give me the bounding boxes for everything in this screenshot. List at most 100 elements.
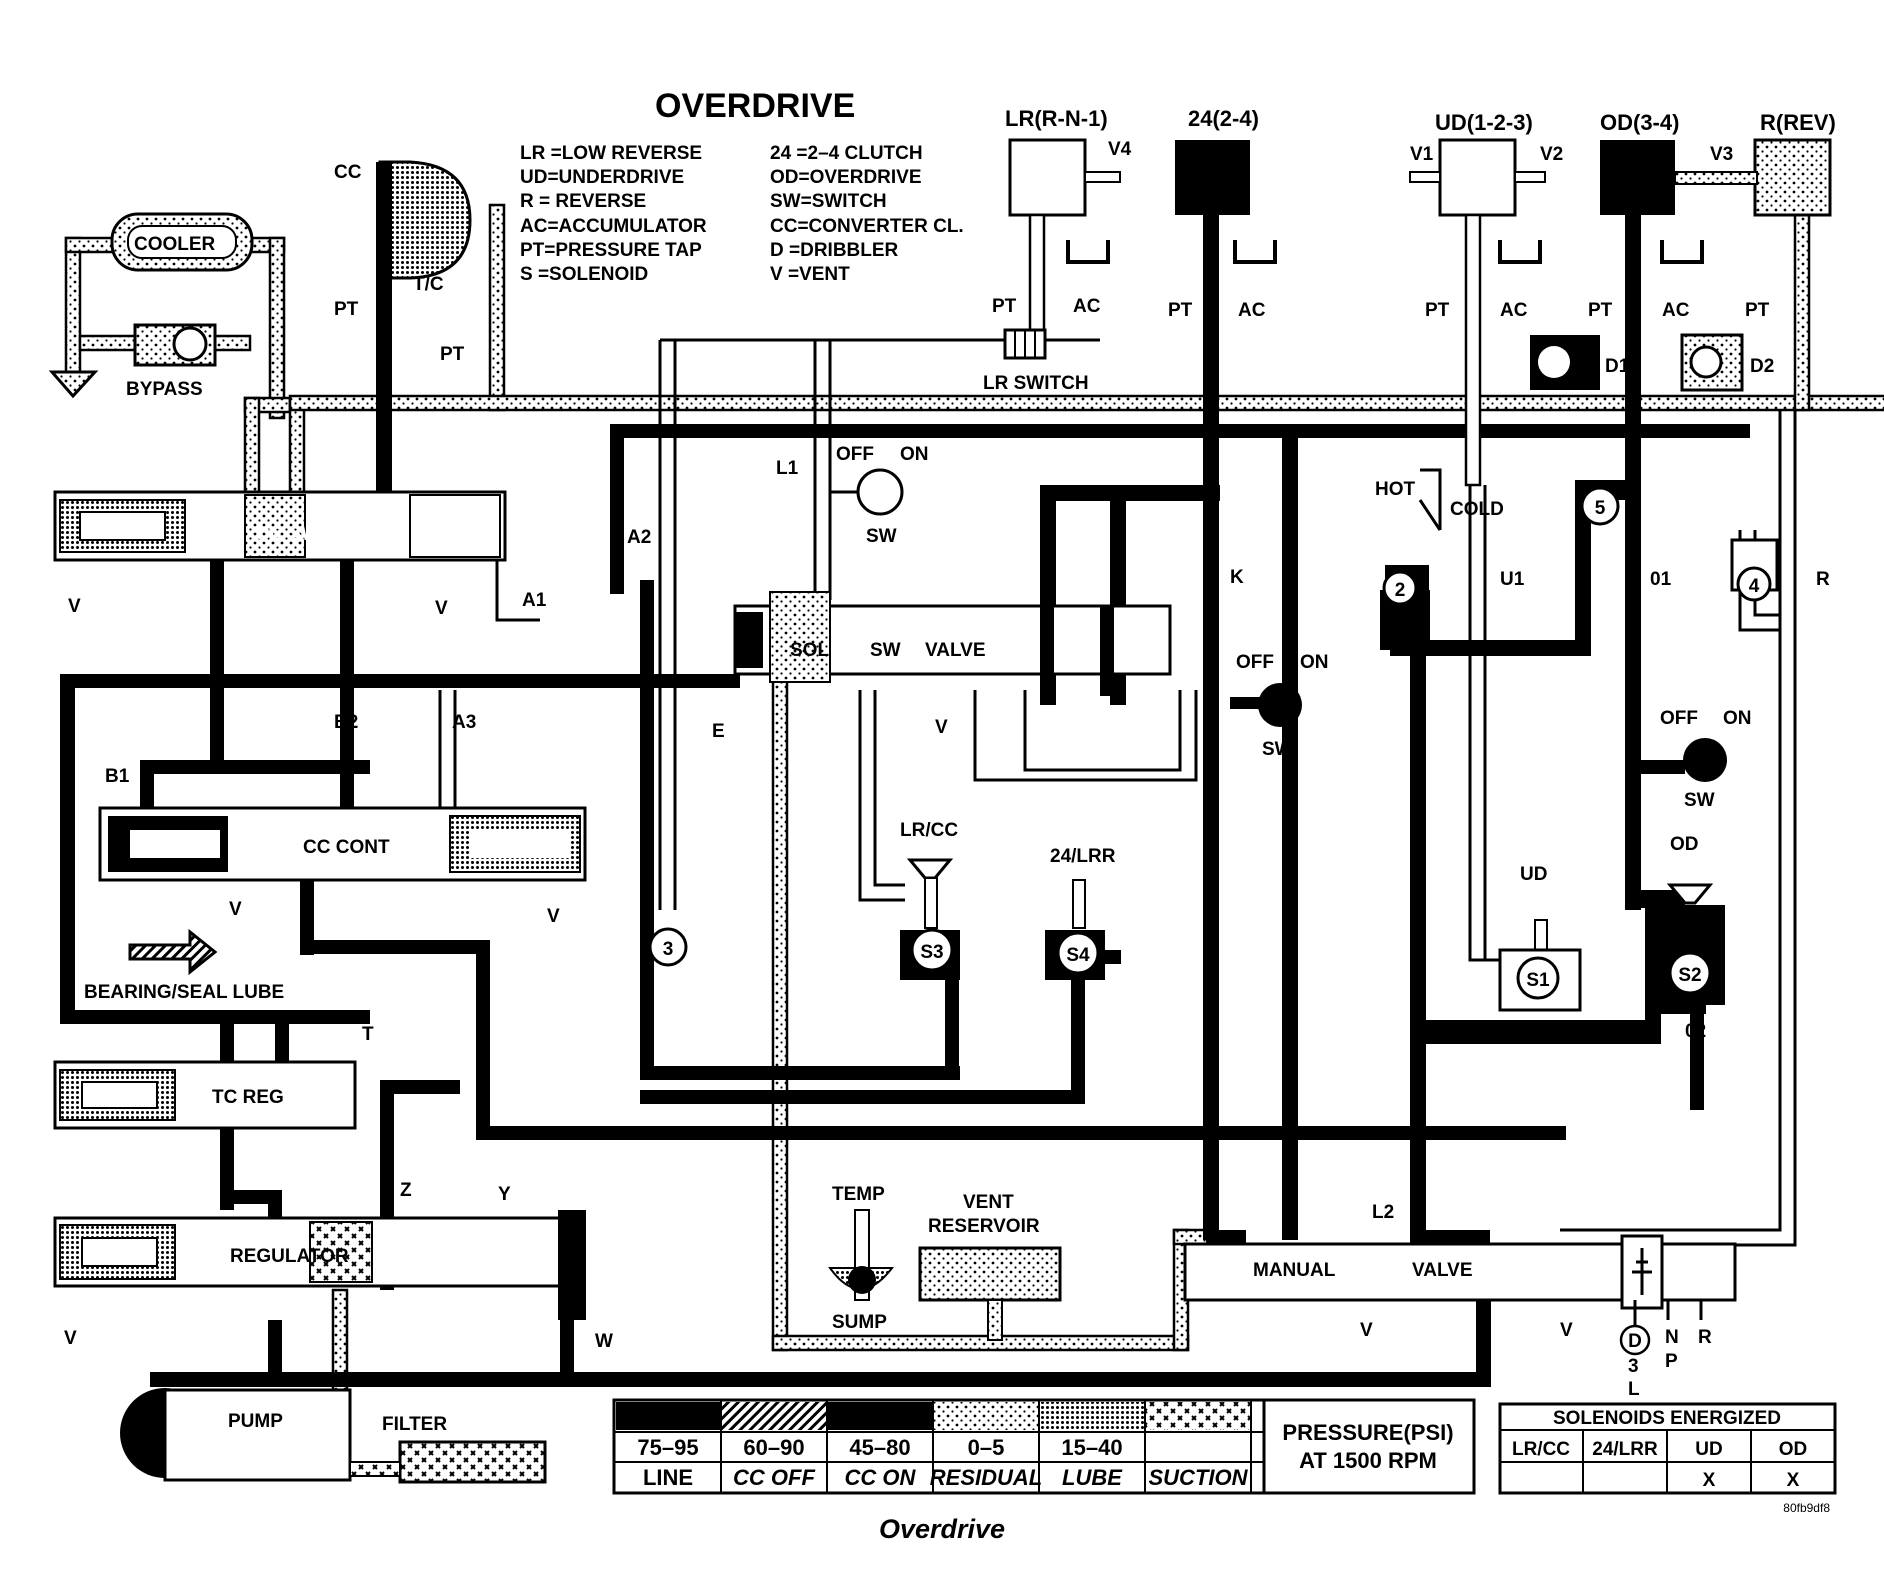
label-v-8: V (1560, 1320, 1573, 1341)
label-cooler: COOLER (134, 234, 216, 255)
label-hot: HOT (1375, 479, 1416, 500)
label-t: T (362, 1024, 374, 1045)
label-ac-3: AC (1500, 300, 1528, 321)
label-sump: SUMP (832, 1312, 887, 1333)
label-regulator: REGULATOR (230, 1246, 349, 1267)
label-v-1: V (68, 596, 81, 617)
open-lines (438, 338, 1797, 1247)
solenoids-value-od: X (1787, 1470, 1800, 1491)
label-ud-clutch: UD(1-2-3) (1435, 110, 1533, 135)
circle-number-2: 2 (1395, 580, 1406, 601)
label-v-5: V (64, 1328, 77, 1349)
lr-clutch (1008, 138, 1087, 217)
label-v-6: V (935, 717, 948, 738)
label-bearing-lube: BEARING/SEAL LUBE (84, 982, 284, 1003)
tc-reg-valve (53, 1060, 357, 1130)
label-v-4: V (547, 906, 560, 927)
solenoid-switch-valve (733, 591, 1172, 696)
figure-caption: Overdrive (879, 1514, 1005, 1544)
label-manual: MANUAL (1253, 1260, 1336, 1281)
label-v4: V4 (1108, 139, 1132, 160)
solenoids-energized-table: SOLENOIDS ENERGIZED LR/CC 24/LRR UD OD X… (1498, 1402, 1837, 1495)
legend-range-lube: 15–40 (1061, 1435, 1122, 1460)
gear-n: N (1665, 1327, 1679, 1348)
bearing-lube-arrow (128, 928, 218, 976)
legend-swatch-residual (934, 1402, 1038, 1430)
filter (398, 1440, 547, 1484)
label-temp: TEMP (832, 1184, 885, 1205)
label-pt-7: PT (1745, 300, 1770, 321)
abbr-ac: AC=ACCUMULATOR (520, 216, 707, 237)
label-z: Z (400, 1180, 412, 1201)
label-u1: U1 (1500, 569, 1525, 590)
clutch-pistons (1008, 138, 1832, 487)
solenoid-label-s3: S3 (920, 942, 943, 963)
rev-clutch (1753, 138, 1832, 217)
pressure-switches (830, 468, 1727, 782)
label-sw-3: SW (1684, 790, 1715, 811)
legend-swatch-suction (1146, 1402, 1250, 1430)
label-pt-3: PT (992, 296, 1017, 317)
label-v-3: V (229, 899, 242, 920)
gear-l: L (1628, 1379, 1640, 1400)
clutch-24 (1175, 140, 1250, 215)
circle-number-4: 4 (1749, 576, 1760, 597)
abbr-pt: PT=PRESSURE TAP (520, 240, 702, 261)
regulator-valve (53, 1210, 586, 1320)
od-clutch (1600, 140, 1675, 215)
abbr-24: 24 =2–4 CLUTCH (770, 143, 923, 164)
label-on-3: ON (1723, 708, 1752, 729)
abbr-cc: CC=CONVERTER CL. (770, 216, 964, 237)
manual-valve (1183, 1234, 1737, 1310)
solenoids-header-lr-cc: LR/CC (1512, 1439, 1570, 1460)
label-ac-1: AC (1073, 296, 1101, 317)
label-cc: CC (334, 162, 362, 183)
abbr-od: OD=OVERDRIVE (770, 167, 922, 188)
legend-name-suction: SUCTION (1149, 1465, 1249, 1490)
abbr-s: S =SOLENOID (520, 264, 648, 285)
numbered-circles: 3 2 5 4 (648, 486, 1772, 967)
line-pressure (60, 210, 1750, 1387)
legend-name-lube: LUBE (1062, 1465, 1123, 1490)
label-ud-sol: UD (1520, 864, 1547, 885)
label-l1: L1 (776, 458, 799, 479)
diagram-title: OVERDRIVE (655, 87, 855, 125)
legend-name-line: LINE (643, 1465, 693, 1490)
label-tc: T/C (413, 274, 444, 295)
abbr-ud: UD=UNDERDRIVE (520, 167, 684, 188)
abbr-r: R = REVERSE (520, 191, 646, 212)
label-sol: SOL (790, 640, 829, 661)
solenoid-label-s2: S2 (1678, 965, 1701, 986)
legend-range-cc-on: 45–80 (849, 1435, 910, 1460)
label-on-1: ON (900, 444, 929, 465)
legend-range-residual: 0–5 (968, 1435, 1005, 1460)
component-labels: LR(R-N-1) 24(2-4) UD(1-2-3) OD(3-4) R(RE… (84, 106, 1836, 1435)
label-b2: B2 (334, 712, 358, 733)
label-lr-switch: LR SWITCH (983, 373, 1089, 394)
port-labels: CC PT PT PT PT PT PT PT AC AC AC AC V4 V… (64, 139, 1830, 1352)
label-w: W (595, 1331, 613, 1352)
label-valve: VALVE (925, 640, 986, 661)
circle-number-3: 3 (663, 939, 674, 960)
legend-name-cc-on: CC ON (845, 1465, 917, 1490)
solenoid-valves (906, 858, 1725, 1012)
pressure-legend: 75–95 60–90 45–80 0–5 15–40 LINE CC OFF … (612, 1398, 1476, 1495)
solenoid-label-s1: S1 (1526, 970, 1550, 991)
label-lr-cc-sol: LR/CC (900, 820, 958, 841)
label-24-clutch: 24(2-4) (1188, 106, 1259, 131)
legend-range-line: 75–95 (637, 1435, 698, 1460)
label-v1: V1 (1410, 144, 1434, 165)
label-od-clutch: OD(3-4) (1600, 110, 1679, 135)
label-b1: B1 (105, 766, 130, 787)
solenoids-value-ud: X (1703, 1470, 1716, 1491)
legend-swatch-cc-off (722, 1402, 826, 1430)
label-a2: A2 (627, 527, 651, 548)
label-sw-2: SW (1262, 739, 1293, 760)
label-sw-1: SW (866, 526, 897, 547)
label-v-7: V (1360, 1320, 1373, 1341)
label-v-2: V (435, 598, 448, 619)
label-y: Y (498, 1184, 511, 1205)
label-filter: FILTER (382, 1414, 447, 1435)
label-pt-5: PT (1425, 300, 1450, 321)
ud-clutch (1438, 138, 1517, 217)
